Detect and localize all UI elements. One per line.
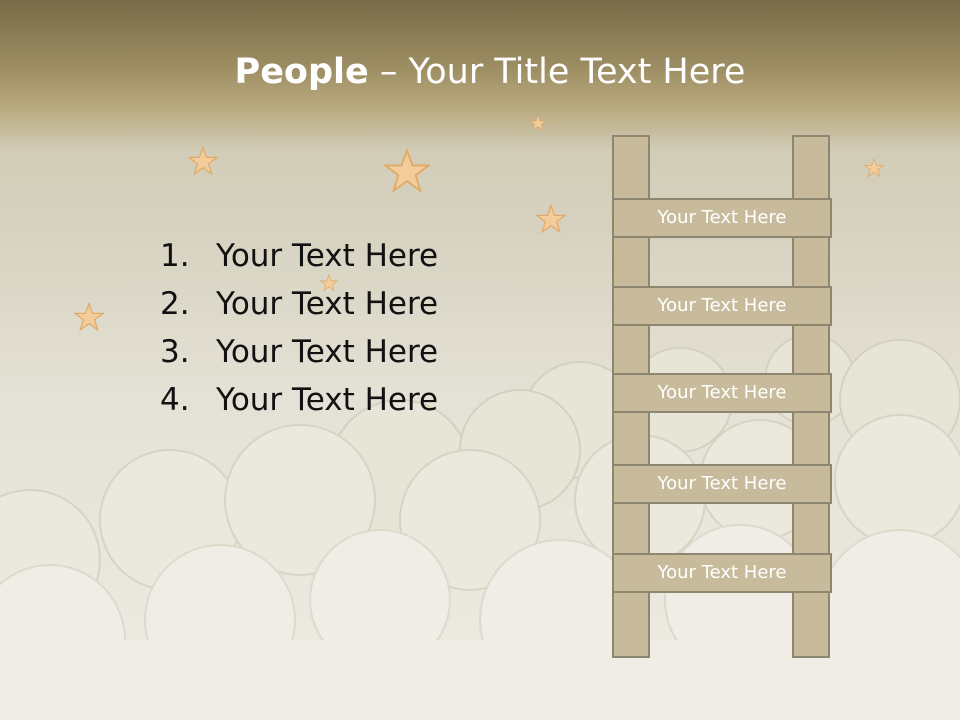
ladder-step[interactable]: Your Text Here (612, 464, 832, 504)
ladder-step[interactable]: Your Text Here (612, 553, 832, 593)
list-item: 2. Your Text Here (160, 280, 438, 328)
list-number: 1. (160, 238, 190, 274)
list-number: 2. (160, 286, 190, 322)
title-bold-text: People (234, 52, 369, 92)
list-text: Your Text Here (216, 334, 439, 370)
title-banner (0, 0, 960, 150)
list-item: 4. Your Text Here (160, 376, 438, 424)
list-number: 3. (160, 334, 190, 370)
star-icon (384, 148, 430, 194)
ladder-step[interactable]: Your Text Here (612, 286, 832, 326)
star-icon (74, 302, 104, 332)
ladder-step[interactable]: Your Text Here (612, 198, 832, 238)
star-icon (530, 115, 546, 131)
slide-title[interactable]: People – Your Title Text Here (0, 52, 960, 92)
title-rest-text: – Your Title Text Here (368, 52, 746, 92)
list-number: 4. (160, 382, 190, 418)
list-text: Your Text Here (216, 238, 439, 274)
star-icon (864, 158, 884, 178)
list-text: Your Text Here (216, 286, 439, 322)
star-icon (536, 204, 566, 234)
star-icon (320, 274, 338, 292)
list-item: 3. Your Text Here (160, 328, 438, 376)
list-text: Your Text Here (216, 382, 439, 418)
star-icon (188, 146, 218, 176)
list-item: 1. Your Text Here (160, 232, 438, 280)
numbered-list[interactable]: 1. Your Text Here 2. Your Text Here 3. Your… (160, 232, 438, 424)
ladder-step[interactable]: Your Text Here (612, 373, 832, 413)
